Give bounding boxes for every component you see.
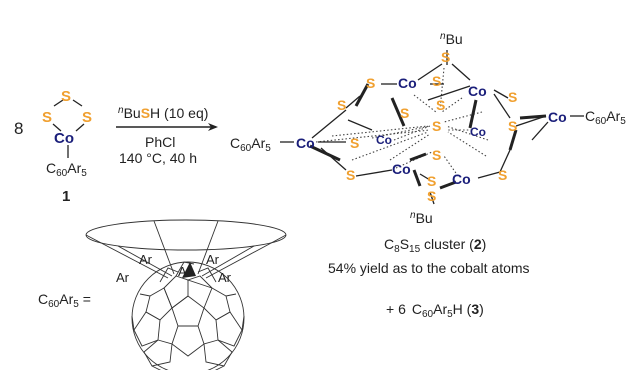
- aryl-label: Ar: [206, 252, 220, 267]
- cluster-cobalt: Co: [470, 125, 486, 139]
- reactant-label: 1: [62, 188, 70, 205]
- cluster-sulfur: S: [346, 167, 355, 183]
- cluster-sulfur: S: [432, 118, 441, 134]
- cluster-sulfur: S: [508, 89, 517, 105]
- fullerene-definition: C60Ar5 =: [38, 219, 287, 370]
- cluster-sulfur: S: [350, 135, 359, 151]
- cluster-cobalt: Co: [392, 161, 411, 177]
- top-butyl-substituent: nBu: [440, 31, 463, 47]
- yield-text: 54% yield as to the cobalt atoms: [328, 260, 530, 276]
- reactant-ligand: C60Ar5: [46, 160, 87, 179]
- cluster-sulfur-atoms: S S S S S S S S S S S S S S S: [337, 49, 517, 204]
- reactant-cobalt: Co: [54, 130, 74, 147]
- cluster-sulfur: S: [441, 49, 450, 65]
- aryl-label: Ar: [218, 270, 232, 285]
- reactant-sulfur-right: S: [82, 109, 92, 126]
- cluster-cobalt: Co: [548, 109, 567, 125]
- fullerene-icon: [131, 261, 245, 370]
- cluster-sulfur: S: [337, 97, 346, 113]
- reagent-label: nBuSH (10 eq): [118, 105, 208, 121]
- conditions-label: 140 °C, 40 h: [119, 150, 197, 166]
- solvent-label: PhCl: [145, 134, 175, 150]
- cluster-sulfur: S: [508, 118, 517, 134]
- definition-label: C60Ar5 =: [38, 291, 91, 310]
- cluster-sulfur: S: [432, 73, 441, 89]
- cluster-cobalt: Co: [296, 135, 315, 151]
- reactant-sulfur-top: S: [61, 88, 71, 105]
- cluster-sulfur: S: [498, 167, 507, 183]
- aryl-label: Ar: [178, 264, 192, 279]
- cluster-sulfur: S: [427, 188, 436, 204]
- cluster-right-ligand: C60Ar5: [585, 108, 626, 127]
- product-name: C8S15 cluster (2): [384, 236, 486, 255]
- bottom-butyl-substituent: nBu: [410, 210, 433, 226]
- cluster-cobalt: Co: [398, 75, 417, 91]
- cluster-left-ligand: C60Ar5: [230, 135, 271, 154]
- cluster-cobalt: Co: [468, 83, 487, 99]
- reaction-arrow: nBuSH (10 eq) PhCl 140 °C, 40 h: [116, 105, 218, 166]
- cluster-cobalt-atoms: Co Co Co Co Co Co Co Co: [296, 75, 567, 187]
- cluster-2: S S S S S S S S S S S S S S S Co Co Co C…: [230, 31, 626, 226]
- stoichiometric-coefficient: 8: [14, 119, 23, 138]
- reactant-sulfur-left: S: [42, 109, 52, 126]
- reactant-1: 8 S S S Co C60Ar5 1: [14, 88, 92, 205]
- cluster-sulfur: S: [436, 97, 445, 113]
- aryl-label: Ar: [139, 252, 153, 267]
- cluster-cobalt: Co: [376, 133, 392, 147]
- cluster-cobalt: Co: [452, 171, 471, 187]
- cone-shape: [85, 219, 287, 279]
- aryl-label: Ar: [116, 270, 130, 285]
- cluster-sulfur: S: [366, 75, 375, 91]
- cluster-sulfur: S: [400, 105, 409, 121]
- cluster-sulfur: S: [432, 147, 441, 163]
- cluster-sulfur: S: [427, 173, 436, 189]
